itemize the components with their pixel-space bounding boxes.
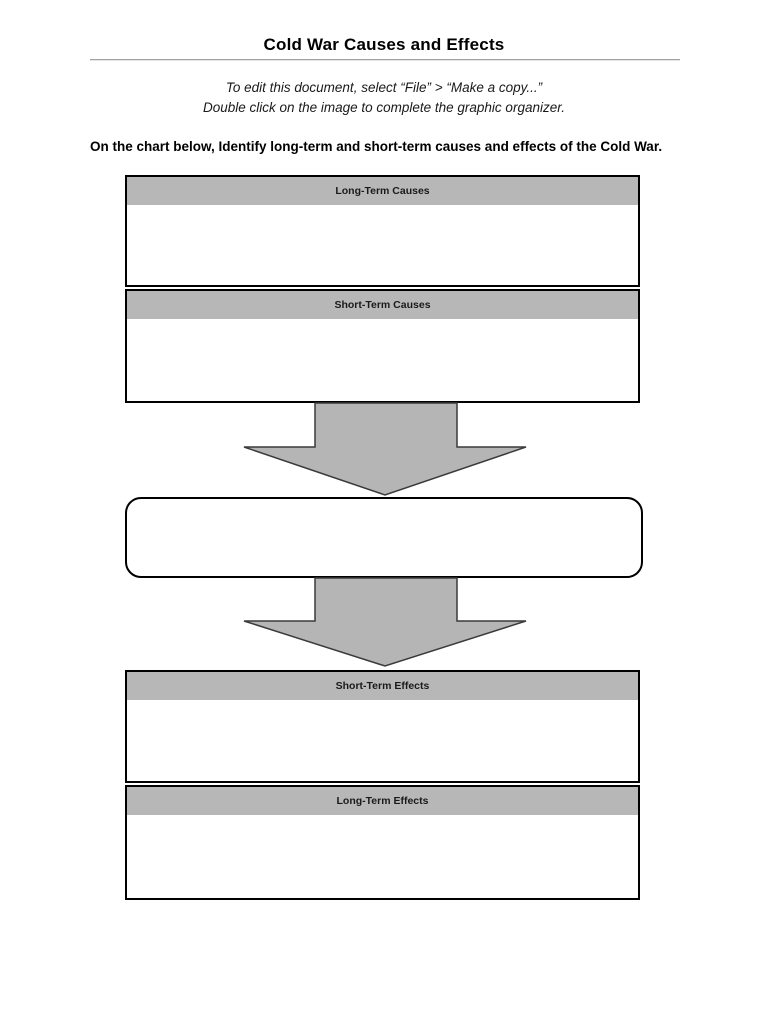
short-term-causes-header: Short-Term Causes (127, 291, 638, 319)
down-arrow-icon (242, 402, 528, 497)
long-term-causes-input[interactable] (127, 205, 638, 285)
long-term-causes-box[interactable]: Long-Term Causes (125, 175, 640, 287)
long-term-effects-box[interactable]: Long-Term Effects (125, 785, 640, 900)
down-arrow-icon (242, 577, 528, 668)
edit-instruction-line1: To edit this document, select “File” > “… (225, 80, 543, 95)
long-term-effects-input[interactable] (127, 815, 638, 898)
long-term-causes-header: Long-Term Causes (127, 177, 638, 205)
short-term-effects-box[interactable]: Short-Term Effects (125, 670, 640, 783)
short-term-effects-input[interactable] (127, 700, 638, 781)
short-term-causes-input[interactable] (127, 319, 638, 401)
center-event-box[interactable] (125, 497, 643, 578)
short-term-causes-box[interactable]: Short-Term Causes (125, 289, 640, 403)
task-prompt: On the chart below, Identify long-term a… (90, 139, 663, 154)
document-title: Cold War Causes and Effects (263, 35, 505, 54)
edit-instruction-line2: Double click on the image to complete th… (203, 100, 565, 115)
long-term-effects-header: Long-Term Effects (127, 787, 638, 815)
edit-instructions: To edit this document, select “File” > “… (0, 78, 768, 118)
short-term-effects-header: Short-Term Effects (127, 672, 638, 700)
title-divider (90, 59, 680, 61)
